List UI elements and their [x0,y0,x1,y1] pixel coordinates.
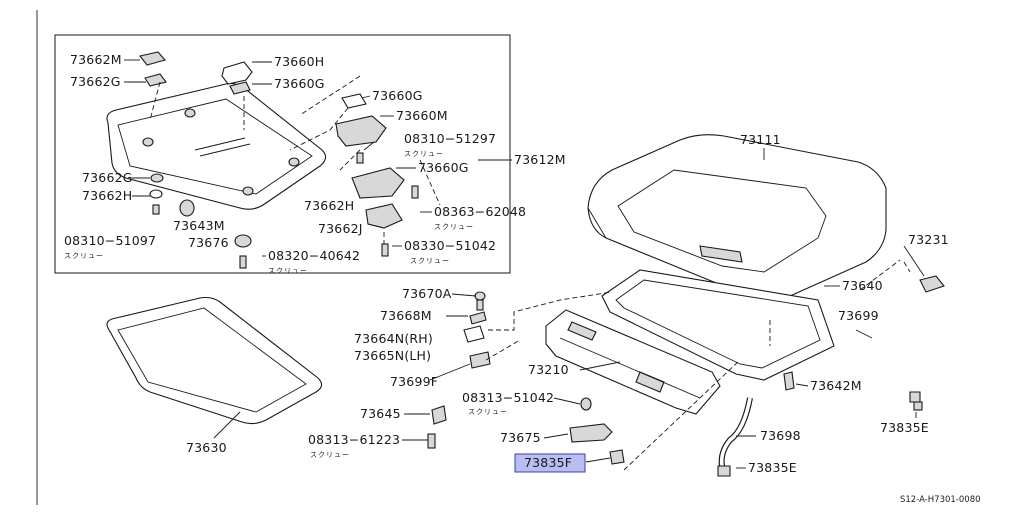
label-73642M[interactable]: 73642M [810,378,862,393]
frame [601,269,835,381]
label-73645[interactable]: 73645 [360,406,401,421]
drain-hoses [717,275,945,477]
label-08320-40642[interactable]: 08320−40642 [268,248,360,263]
label-73662J[interactable]: 73662J [318,221,363,236]
label-08310-51097[interactable]: 08310−51097 [64,233,156,248]
glass-assembly-box [54,34,511,274]
box-dashed-lines [149,75,441,244]
label-73665N-LH[interactable]: 73665N(LH) [354,348,431,363]
rear-panel [545,309,721,415]
label-73664N-RH[interactable]: 73664N(RH) [354,331,433,346]
label-73660G[interactable]: 73660G [372,88,423,103]
label-73660H[interactable]: 73660H [274,54,324,69]
screw-note: スクリュー [64,252,104,260]
highlight-box [514,453,586,473]
label-73835E[interactable]: 73835E [880,420,929,435]
label-08310-51297[interactable]: 08310−51297 [404,131,496,146]
label-73670A[interactable]: 73670A [402,286,452,301]
screw-note: スクリュー [468,408,508,416]
label-73630[interactable]: 73630 [186,440,227,455]
label-73675[interactable]: 73675 [500,430,541,445]
label-73698[interactable]: 73698 [760,428,801,443]
leader-lines [124,59,925,469]
label-73662M[interactable]: 73662M [70,52,122,67]
label-73662H[interactable]: 73662H [82,188,132,203]
main-dashed-lines [485,259,911,471]
clip-parts [139,51,419,269]
label-73668M[interactable]: 73668M [380,308,432,323]
label-73835F[interactable]: 73835F [524,455,572,470]
label-08313-51042[interactable]: 08313−51042 [462,390,554,405]
part-labels: 73662M 73662G 73660H 73660G 73660G 73660… [64,52,949,475]
label-73612M[interactable]: 73612M [514,152,566,167]
label-73662G[interactable]: 73662G [70,74,121,89]
label-73662G[interactable]: 73662G [82,170,133,185]
hardware [427,291,625,465]
label-73111[interactable]: 73111 [740,132,781,147]
diagram-code: S12-A-H7301-0080 [900,495,981,505]
label-08330-51042[interactable]: 08330−51042 [404,238,496,253]
label-73210[interactable]: 73210 [528,362,569,377]
label-73643M[interactable]: 73643M [173,218,225,233]
label-73699[interactable]: 73699 [838,308,879,323]
seal-ring [106,296,323,425]
screw-note: スクリュー [268,267,308,275]
label-73699F[interactable]: 73699F [390,374,438,389]
label-73662H[interactable]: 73662H [304,198,354,213]
label-73231[interactable]: 73231 [908,232,949,247]
screw-note: スクリュー [410,257,450,265]
label-08363-62048[interactable]: 08363−62048 [434,204,526,219]
screw-note: スクリュー [404,150,444,158]
label-73676[interactable]: 73676 [188,235,229,250]
glass-panel [106,82,327,210]
screw-note: スクリュー [310,451,350,459]
label-73835E[interactable]: 73835E [748,460,797,475]
screw-note: スクリュー [434,223,474,231]
label-73660G[interactable]: 73660G [418,160,469,175]
label-73660M[interactable]: 73660M [396,108,448,123]
label-73640[interactable]: 73640 [842,278,883,293]
label-73660G[interactable]: 73660G [274,76,325,91]
label-08313-61223[interactable]: 08313−61223 [308,432,400,447]
